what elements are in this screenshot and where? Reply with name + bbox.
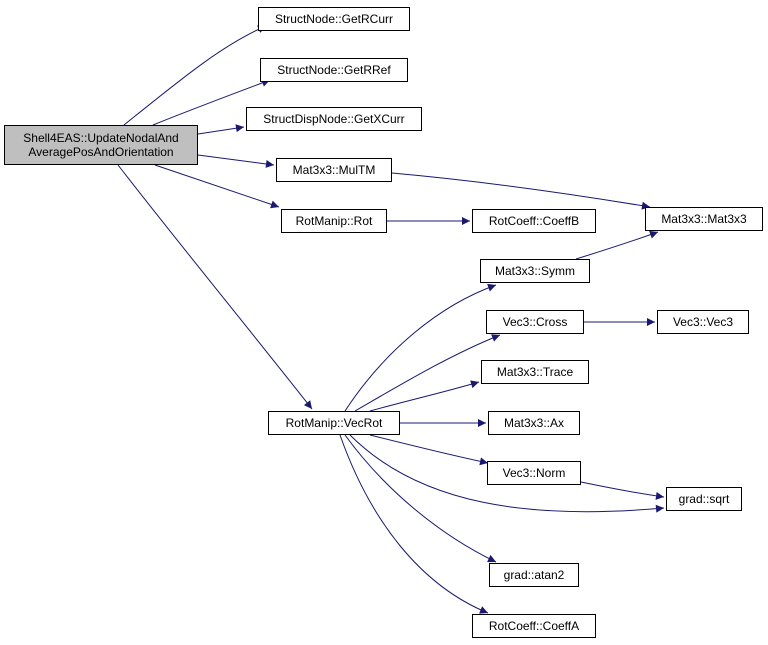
node-label: StructNode::GetRRef (277, 63, 391, 77)
edge-vecrot-to-norm (369, 434, 489, 466)
node-label: Mat3x3::MulTM (292, 163, 376, 177)
node-rotmanip-rot[interactable]: RotManip::Rot (281, 209, 387, 233)
edge-norm-to-sqrt (580, 481, 665, 500)
node-label: Vec3::Norm (502, 466, 566, 480)
edge-root-to-getrcurr (123, 25, 267, 126)
edge-root-to-multm (197, 154, 275, 168)
node-mat3x3-symm[interactable]: Mat3x3::Symm (480, 259, 590, 283)
node-rotcoeff-coeffa[interactable]: RotCoeff::CoeffA (472, 614, 596, 638)
edge-multm-to-mat3x3 (391, 172, 651, 210)
node-vec3-cross[interactable]: Vec3::Cross (486, 310, 584, 334)
node-shell4eas-updatenodalandaverageposandorientation[interactable]: Shell4EAS::UpdateNodalAnd AveragePosAndO… (4, 125, 198, 165)
node-label: grad::atan2 (503, 568, 565, 582)
edge-vecrot-to-coeffa (339, 434, 489, 614)
node-vec3-norm[interactable]: Vec3::Norm (487, 461, 581, 485)
node-label: Mat3x3::Mat3x3 (661, 212, 747, 226)
edge-vecrot-to-trace (369, 380, 480, 412)
edge-vecrot-to-atan2 (344, 434, 497, 563)
node-label: RotCoeff::CoeffA (488, 619, 580, 633)
node-mat3x3-trace[interactable]: Mat3x3::Trace (481, 360, 589, 384)
node-structdispnode-getxcurr[interactable]: StructDispNode::GetXCurr (246, 107, 422, 131)
node-label: grad::sqrt (678, 492, 730, 506)
node-label: Mat3x3::Symm (494, 264, 575, 278)
node-rotmanip-vecrot[interactable]: RotManip::VecRot (268, 411, 400, 435)
node-structnode-getrref[interactable]: StructNode::GetRRef (260, 58, 408, 82)
edge-root-to-getrref (152, 79, 271, 126)
edge-vecrot-to-symm (344, 283, 497, 412)
node-grad-atan2[interactable]: grad::atan2 (489, 563, 579, 587)
edge-vecrot-to-cross (354, 334, 501, 412)
edge-vecrot-to-sqrt (349, 434, 665, 513)
node-label: Mat3x3::Trace (496, 365, 574, 379)
edge-root-to-getxcurr (197, 124, 245, 135)
node-grad-sqrt[interactable]: grad::sqrt (666, 487, 742, 511)
node-rotcoeff-coeffb[interactable]: RotCoeff::CoeffB (472, 209, 596, 233)
node-mat3x3-mat3x3[interactable]: Mat3x3::Mat3x3 (645, 207, 763, 231)
node-vec3-vec3[interactable]: Vec3::Vec3 (657, 310, 749, 334)
node-mat3x3-multm[interactable]: Mat3x3::MulTM (276, 158, 392, 182)
node-label: RotCoeff::CoeffB (488, 214, 580, 228)
edge-root-to-vecrot (117, 164, 313, 410)
node-label: StructNode::GetRCurr (274, 12, 394, 26)
root-label-line1: Shell4EAS::UpdateNodalAnd (23, 131, 179, 145)
node-mat3x3-ax[interactable]: Mat3x3::Ax (488, 411, 580, 435)
root-label-line2: AveragePosAndOrientation (28, 145, 174, 159)
node-label: StructDispNode::GetXCurr (263, 112, 405, 126)
edge-symm-to-mat3x3 (575, 230, 659, 260)
node-label: Vec3::Cross (502, 315, 568, 329)
node-label: RotManip::Rot (295, 214, 373, 228)
node-label: Mat3x3::Ax (503, 416, 565, 430)
node-label: RotManip::VecRot (285, 416, 383, 430)
node-structnode-getrcurr[interactable]: StructNode::GetRCurr (258, 7, 410, 31)
node-label: Vec3::Vec3 (672, 315, 734, 329)
edge-root-to-rot (154, 164, 280, 209)
